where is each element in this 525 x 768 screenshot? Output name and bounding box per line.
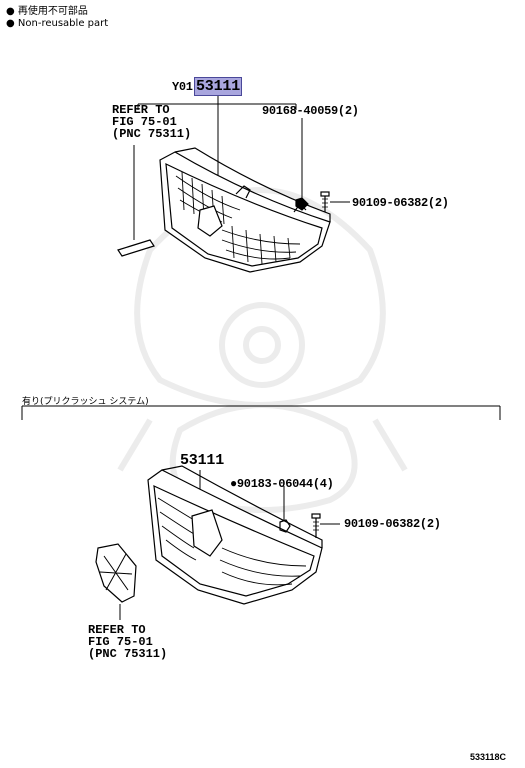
legend-row-japanese: ● 再使用不可部品 bbox=[6, 6, 108, 18]
part-number-screw[interactable]: 90168-40059(2) bbox=[262, 104, 359, 118]
condition-label: 有り(プリクラッシュ システム) bbox=[22, 397, 149, 407]
top-grille-drawing bbox=[117, 147, 331, 273]
refer-note-top: REFER TO FIG 75-01 (PNC 75311) bbox=[112, 103, 192, 141]
bottom-grille-drawing bbox=[95, 465, 323, 605]
part-prefix: Y01 bbox=[172, 80, 193, 94]
legend-text: Non-reusable part bbox=[17, 18, 109, 29]
condition-bracket bbox=[21, 405, 501, 420]
top-leader-lines bbox=[133, 96, 350, 240]
part-number-53111[interactable]: 53111 bbox=[180, 452, 225, 469]
part-number-bolt[interactable]: 90109-06382(2) bbox=[352, 196, 449, 210]
refer-note-bottom: REFER TO FIG 75-01 (PNC 75311) bbox=[88, 623, 168, 661]
legend: ● 再使用不可部品 ● Non-reusable part bbox=[6, 6, 108, 30]
part-number-53111-highlighted[interactable]: 53111 bbox=[194, 77, 243, 96]
legend-text: 再使用不可部品 bbox=[17, 6, 88, 17]
legend-row-english: ● Non-reusable part bbox=[6, 18, 108, 30]
part-number-bolt-bottom[interactable]: 90109-06382(2) bbox=[344, 517, 441, 531]
bullet-icon: ● bbox=[6, 18, 15, 29]
figure-id: 533118C bbox=[470, 752, 507, 762]
bullet-icon: ● bbox=[6, 6, 15, 17]
part-number-nut[interactable]: ●90183-06044(4) bbox=[230, 477, 334, 491]
